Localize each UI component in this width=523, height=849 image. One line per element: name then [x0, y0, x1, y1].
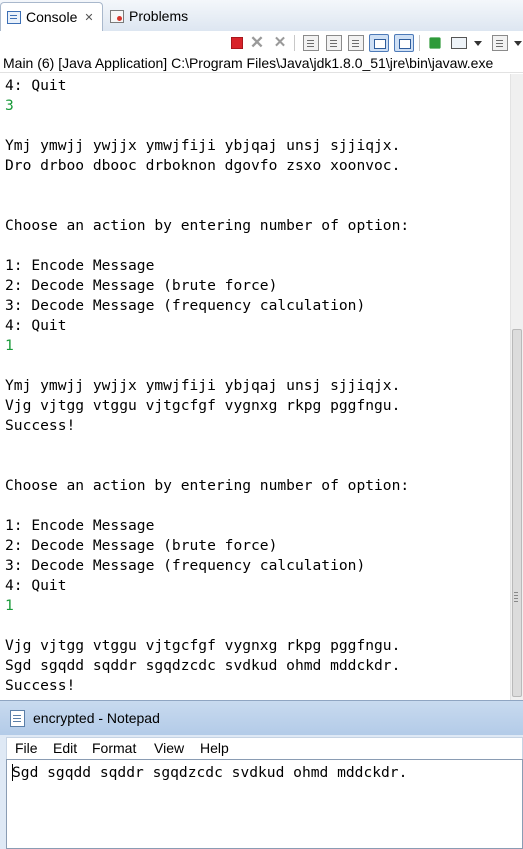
console-output-line: 4: Quit [5, 577, 67, 594]
console-toolbar: ✕ ✕ [0, 31, 523, 54]
notepad-title: encrypted - Notepad [33, 710, 160, 726]
notepad-icon [10, 710, 25, 727]
console-output-line: Ymj ymwjj ywjjx ymwjfiji ybjqaj unsj sjj… [5, 137, 401, 154]
remove-all-terminated-icon[interactable]: ✕ [273, 34, 287, 51]
console-output-line: 4: Quit [5, 317, 67, 334]
menu-file[interactable]: File [15, 740, 38, 756]
console-output-line: Vjg vjtgg vtggu vjtgcfgf vygnxg rkpg pgg… [5, 637, 401, 654]
terminate-icon[interactable] [231, 37, 243, 49]
toolbar-separator [294, 35, 295, 51]
display-console-icon[interactable] [451, 37, 467, 49]
chevron-down-icon[interactable] [514, 41, 522, 46]
text-caret [12, 764, 13, 781]
word-wrap-icon[interactable] [348, 35, 364, 51]
open-console-icon[interactable] [492, 35, 508, 51]
tab-problems-label: Problems [129, 8, 189, 24]
scrollbar-thumb[interactable] [512, 329, 522, 697]
clear-console-icon[interactable] [303, 35, 319, 51]
console-input-line: 3 [5, 97, 14, 114]
launch-description: Main (6) [Java Application] C:\Program F… [0, 54, 523, 73]
console-output-line: Choose an action by entering number of o… [5, 217, 410, 234]
notepad-content: Sgd sgqdd sqddr sgqdzcdc svdkud ohmd mdd… [12, 764, 408, 781]
console-output-line: 3: Decode Message (frequency calculation… [5, 557, 366, 574]
notepad-menubar: File Edit Format View Help [6, 737, 523, 759]
tab-console[interactable]: Console ✕ [0, 2, 103, 31]
console-output-line: Success! [5, 417, 76, 434]
scroll-lock-icon[interactable] [326, 35, 342, 51]
menu-view[interactable]: View [154, 740, 185, 756]
scrollbar-grip-icon [514, 592, 518, 604]
console-input-line: 1 [5, 597, 14, 614]
console-output-line: 1: Encode Message [5, 517, 155, 534]
tab-console-label: Console [26, 9, 78, 25]
console-output-line: Ymj ymwjj ywjjx ymwjfiji ybjqaj unsj sjj… [5, 377, 401, 394]
menu-format[interactable]: Format [92, 740, 137, 756]
console-output-line: 4: Quit [5, 77, 67, 94]
show-on-stderr-icon[interactable] [394, 34, 414, 52]
menu-help[interactable]: Help [200, 740, 229, 756]
notepad-text-area[interactable]: Sgd sgqdd sqddr sgqdzcdc svdkud ohmd mdd… [6, 759, 523, 849]
console-output-line: Choose an action by entering number of o… [5, 477, 410, 494]
console-input-line: 1 [5, 337, 14, 354]
console-icon [7, 10, 21, 24]
notepad-window: encrypted - Notepad File Edit Format Vie… [0, 700, 523, 849]
show-on-stdout-icon[interactable] [369, 34, 389, 52]
close-icon[interactable]: ✕ [84, 11, 94, 24]
toolbar-separator [419, 35, 420, 51]
problems-icon [110, 9, 124, 23]
remove-launch-icon[interactable]: ✕ [249, 33, 265, 52]
tab-problems[interactable]: Problems [104, 2, 224, 30]
chevron-down-icon[interactable] [474, 41, 482, 46]
notepad-titlebar[interactable]: encrypted - Notepad [0, 701, 523, 735]
console-output-line: Success! [5, 677, 76, 694]
console-output-line: Vjg vjtgg vtggu vjtgcfgf vygnxg rkpg pgg… [5, 397, 401, 414]
console-scrollbar[interactable] [510, 74, 523, 700]
console-output-line: 1: Encode Message [5, 257, 155, 274]
console-output-line: Dro drboo dbooc drboknon dgovfo zsxo xoo… [5, 157, 401, 174]
console-output-line: 3: Decode Message (frequency calculation… [5, 297, 366, 314]
console-output-line: 2: Decode Message (brute force) [5, 277, 278, 294]
view-tab-bar: Console ✕ Problems [0, 0, 523, 32]
menu-edit[interactable]: Edit [53, 740, 78, 756]
console-output-line: 2: Decode Message (brute force) [5, 537, 278, 554]
pin-console-icon[interactable] [429, 37, 441, 49]
console-output-line: Sgd sgqdd sqddr sgqdzcdc svdkud ohmd mdd… [5, 657, 401, 674]
